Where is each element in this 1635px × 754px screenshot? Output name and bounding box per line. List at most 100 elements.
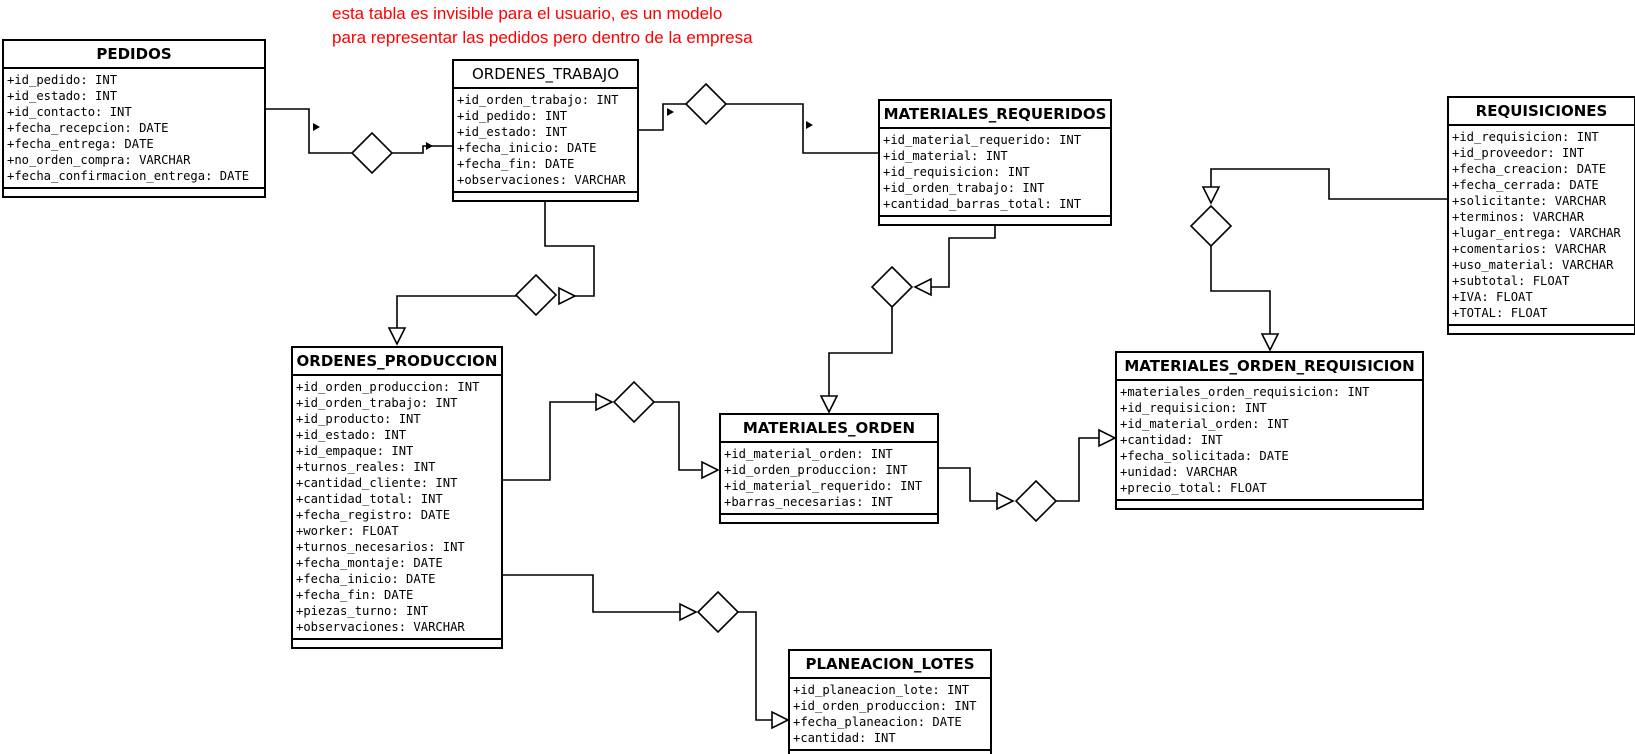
attribute-row: +id_requisicion: INT bbox=[883, 165, 1030, 179]
attribute-row: +observaciones: VARCHAR bbox=[296, 620, 465, 634]
entity-materiales-orden[interactable]: MATERIALES_ORDEN +id_material_orden: INT… bbox=[719, 413, 939, 524]
entity-title: PEDIDOS bbox=[4, 41, 264, 69]
connector-produccion-orden-2 bbox=[654, 401, 701, 471]
attribute-row: +id_material_orden: INT bbox=[724, 447, 893, 461]
connector-trabajo-produccion bbox=[544, 195, 595, 297]
attribute-row: +id_producto: INT bbox=[296, 412, 421, 426]
attribute-row: +fecha_fin: DATE bbox=[296, 588, 414, 602]
attribute-row: +id_estado: INT bbox=[7, 89, 118, 103]
generalization-arrow-icon bbox=[701, 460, 720, 480]
attribute-row: +fecha_confirmacion_entrega: DATE bbox=[7, 169, 250, 183]
attribute-row: +fecha_inicio: DATE bbox=[457, 141, 597, 155]
entity-title: MATERIALES_REQUERIDOS bbox=[880, 101, 1110, 129]
attribute-row: +id_material_requerido: INT bbox=[724, 479, 923, 493]
attribute-row: +piezas_turno: INT bbox=[296, 604, 429, 618]
generalization-arrow-icon bbox=[1098, 428, 1117, 448]
connector-trabajo-produccion-2 bbox=[396, 295, 517, 330]
connector-requeridos-orden bbox=[931, 220, 996, 288]
connector-trabajo-requeridos-2 bbox=[726, 103, 878, 154]
attribute-row: +barras_necesarias: INT bbox=[724, 495, 893, 509]
methods-compartment bbox=[880, 217, 1110, 224]
attribute-row: +subtotal: FLOAT bbox=[1452, 274, 1570, 288]
connector-orden-mor bbox=[938, 467, 997, 502]
attribute-row: +id_orden_trabajo: INT bbox=[883, 181, 1045, 195]
attribute-row: +fecha_entrega: DATE bbox=[7, 137, 154, 151]
connector-produccion-lotes bbox=[502, 574, 680, 613]
attribute-row: +id_material_requerido: INT bbox=[883, 133, 1082, 147]
attribute-row: +cantidad_total: INT bbox=[296, 492, 443, 506]
connector-pedidos-ordenes-trabajo bbox=[266, 108, 352, 154]
attribute-row: +unidad: VARCHAR bbox=[1120, 465, 1238, 479]
attribute-row: +id_orden_trabajo: INT bbox=[457, 93, 619, 107]
entity-title: MATERIALES_ORDEN bbox=[721, 415, 937, 443]
attribute-row: +id_contacto: INT bbox=[7, 105, 132, 119]
attribute-row: +fecha_solicitada: DATE bbox=[1120, 449, 1289, 463]
attribute-row: +id_requisicion: INT bbox=[1452, 130, 1599, 144]
attribute-row: +fecha_recepcion: DATE bbox=[7, 121, 169, 135]
attribute-list: +id_orden_trabajo: INT+id_pedido: INT+id… bbox=[454, 89, 637, 193]
attribute-list: +id_pedido: INT +id_estado: INT +id_contac… bbox=[4, 69, 264, 189]
connector-orden-mor-2 bbox=[1056, 437, 1099, 502]
association-diamond-icon bbox=[871, 266, 913, 308]
connector-requisiciones-mor-2 bbox=[1210, 245, 1271, 335]
attribute-row: +fecha_montaje: DATE bbox=[296, 556, 443, 570]
entity-requisiciones[interactable]: REQUISICIONES +id_requisicion: INT+id_pr… bbox=[1447, 96, 1635, 335]
attribute-row: +comentarios: VARCHAR bbox=[1452, 242, 1607, 256]
association-diamond-icon bbox=[351, 132, 393, 174]
entity-materiales-orden-requisicion[interactable]: MATERIALES_ORDEN_REQUISICION +materiales… bbox=[1115, 351, 1424, 510]
attribute-row: +turnos_reales: INT bbox=[296, 460, 436, 474]
attribute-list: +id_material_requerido: INT +id_material:… bbox=[880, 129, 1110, 217]
attribute-row: +cantidad_barras_total: INT bbox=[883, 197, 1082, 211]
entity-title: MATERIALES_ORDEN_REQUISICION bbox=[1117, 353, 1422, 381]
association-diamond-icon bbox=[1015, 480, 1057, 522]
attribute-row: +cantidad_cliente: INT bbox=[296, 476, 458, 490]
attribute-row: +fecha_registro: DATE bbox=[296, 508, 451, 522]
attribute-row: +id_pedido: INT bbox=[7, 73, 118, 87]
attribute-row: +id_material_orden: INT bbox=[1120, 417, 1289, 431]
attribute-row: +id_material: INT bbox=[883, 149, 1008, 163]
methods-compartment bbox=[4, 189, 264, 196]
attribute-list: +id_planeacion_lote: INT+id_orden_produc… bbox=[790, 679, 990, 751]
connector-requisiciones-mor bbox=[1210, 168, 1447, 200]
entity-title: ORDENES_PRODUCCION bbox=[293, 348, 501, 376]
methods-compartment bbox=[1117, 501, 1422, 508]
connector-produccion-orden bbox=[502, 401, 596, 481]
attribute-row: +id_planeacion_lote: INT bbox=[793, 683, 970, 697]
association-diamond-icon bbox=[1190, 205, 1232, 247]
entity-title: ORDENES_TRABAJO bbox=[454, 61, 637, 89]
attribute-row: +id_pedido: INT bbox=[457, 109, 568, 123]
entity-pedidos[interactable]: PEDIDOS +id_pedido: INT+id_estado: INT+i… bbox=[2, 39, 266, 198]
attribute-row: +id_requisicion: INT bbox=[1120, 401, 1267, 415]
attribute-row: +observaciones: VARCHAR bbox=[457, 173, 626, 187]
association-diamond-icon bbox=[613, 381, 655, 423]
navigation-arrow-icon bbox=[806, 121, 813, 129]
attribute-list: +id_material_orden: INT +id_orden_producc… bbox=[721, 443, 937, 515]
entity-title: REQUISICIONES bbox=[1449, 98, 1634, 126]
attribute-row: +id_empaque: INT bbox=[296, 444, 414, 458]
entity-ordenes-trabajo[interactable]: ORDENES_TRABAJO +id_orden_trabajo: INT +i… bbox=[452, 59, 639, 202]
generalization-arrow-icon bbox=[558, 286, 577, 306]
navigation-arrow-icon bbox=[667, 108, 674, 116]
entity-materiales-requeridos[interactable]: MATERIALES_REQUERIDOS +id_material_reque… bbox=[878, 99, 1112, 226]
generalization-arrow-icon bbox=[595, 392, 614, 412]
attribute-row: +turnos_necesarios: INT bbox=[296, 540, 465, 554]
attribute-row: +lugar_entrega: VARCHAR bbox=[1452, 226, 1621, 240]
navigation-arrow-icon bbox=[313, 123, 320, 131]
methods-compartment bbox=[721, 515, 937, 522]
attribute-row: +materiales_orden_requisicion: INT bbox=[1120, 385, 1370, 399]
attribute-row: +id_orden_trabajo: INT bbox=[296, 396, 458, 410]
attribute-row: +no_orden_compra: VARCHAR bbox=[7, 153, 191, 167]
generalization-arrow-icon bbox=[1201, 186, 1221, 205]
attribute-row: +terminos: VARCHAR bbox=[1452, 210, 1585, 224]
generalization-arrow-icon bbox=[679, 602, 698, 622]
attribute-row: +fecha_inicio: DATE bbox=[296, 572, 436, 586]
attribute-row: +fecha_fin: DATE bbox=[457, 157, 575, 171]
entity-ordenes-produccion[interactable]: ORDENES_PRODUCCION +id_orden_produccion:… bbox=[291, 346, 503, 649]
attribute-list: +materiales_orden_requisicion: INT +id_re… bbox=[1117, 381, 1422, 501]
attribute-row: +id_orden_produccion: INT bbox=[724, 463, 908, 477]
attribute-row: +uso_material: VARCHAR bbox=[1452, 258, 1614, 272]
entity-planeacion-lotes[interactable]: PLANEACION_LOTES +id_planeacion_lote: IN… bbox=[788, 649, 992, 754]
methods-compartment bbox=[293, 640, 501, 647]
attribute-row: +worker: FLOAT bbox=[296, 524, 399, 538]
